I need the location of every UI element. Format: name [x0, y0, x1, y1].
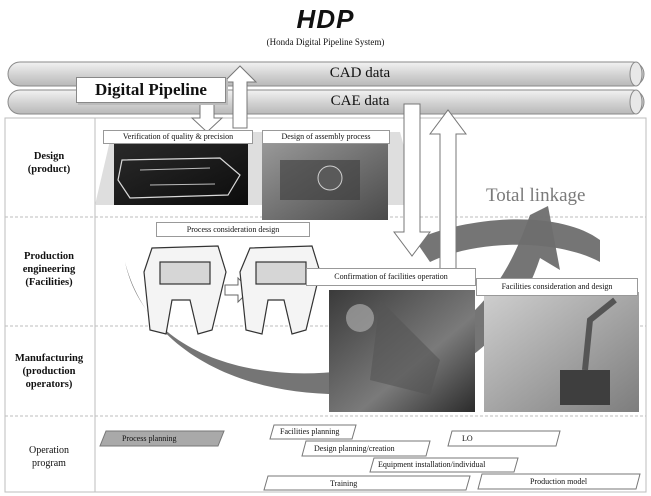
row-label-text: Production engineering (Facilities) [22, 251, 76, 288]
pipe-label-cae: CAE data [330, 93, 390, 109]
total-linkage-label: Total linkage [486, 185, 586, 206]
row-grid [4, 117, 647, 493]
down-arrow-verification [190, 99, 224, 133]
row-label-text: Operation program [29, 445, 69, 469]
schedule-bars [99, 424, 641, 491]
schedule-label: Production model [530, 477, 588, 486]
row-label-production-engineering: Production engineering (Facilities) [6, 250, 92, 289]
row-label-design: Design (product) [6, 150, 92, 176]
schedule-label: LO [462, 434, 473, 443]
callout-process-design: Process consideration design [156, 222, 310, 237]
schedule-label: Design planning/creation [314, 444, 395, 453]
callout-verification: Verification of quality & precision [103, 130, 253, 144]
schedule-label: Facilities planning [280, 427, 340, 436]
down-arrow-cae [393, 103, 431, 257]
schedule-label: Training [330, 479, 358, 488]
callout-facilities-design: Facilities consideration and design [476, 278, 638, 296]
dashboard-drawing-2 [239, 245, 321, 335]
row-label-operation-program: Operation program [6, 444, 92, 470]
schedule-label: Process planning [122, 434, 177, 443]
row-label-text: Design (product) [27, 151, 71, 175]
pipe-label-cad: CAD data [329, 65, 391, 81]
dashboard-drawing-1 [143, 245, 227, 335]
up-arrow-cae [429, 109, 467, 281]
photo-robot [484, 292, 639, 412]
digital-pipeline-label: Digital Pipeline [76, 77, 226, 103]
page-subtitle: (Honda Digital Pipeline System) [266, 37, 385, 47]
photo-verification [114, 143, 248, 205]
row-label-text: Manufacturing (production operators) [14, 353, 84, 390]
up-arrow-cad [222, 65, 258, 129]
photo-assembly [262, 140, 388, 220]
callout-confirmation: Confirmation of facilities operation [306, 268, 476, 286]
row-label-manufacturing: Manufacturing (production operators) [6, 352, 92, 391]
page-title: HDP [296, 4, 355, 34]
schedule-label: Equipment installation/individual [378, 460, 486, 469]
callout-assembly-design: Design of assembly process [262, 130, 390, 144]
photo-welding [329, 290, 475, 412]
